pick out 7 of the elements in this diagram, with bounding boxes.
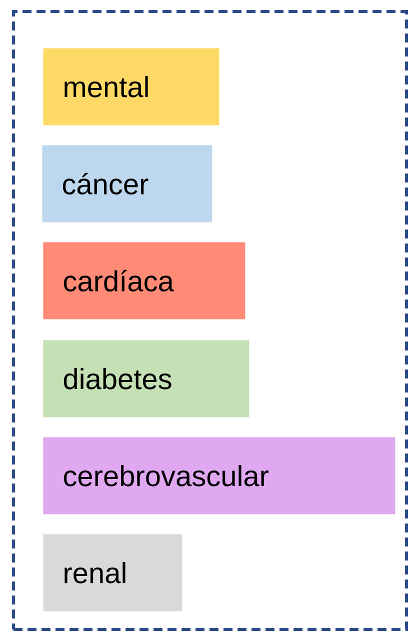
label-box: cardíaca (43, 242, 246, 320)
label-box: mental (43, 48, 220, 126)
label-box: cáncer (42, 145, 212, 222)
label-box: renal (43, 534, 182, 612)
label-box: cerebrovascular (43, 437, 396, 514)
label-box: diabetes (43, 340, 250, 418)
dashed-frame (12, 10, 408, 631)
